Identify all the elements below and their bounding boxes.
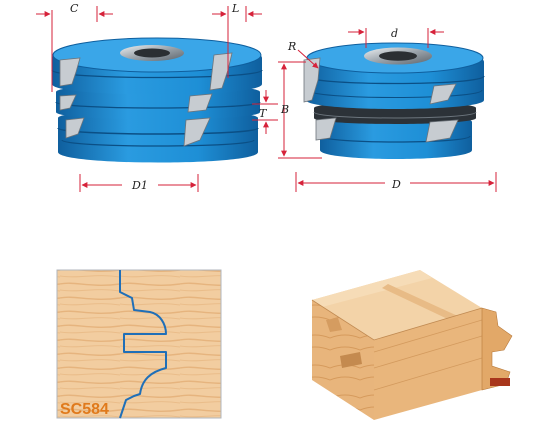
joint-tongue: [340, 352, 362, 368]
profile-sample-wood: [56, 269, 222, 419]
dim-label-d-big: D: [391, 178, 401, 191]
dim-label-l: L: [231, 2, 239, 15]
dim-label-r: R: [287, 40, 296, 53]
joint-stile-face: [374, 308, 482, 420]
left-cutter-set: [51, 37, 263, 163]
left-lower-cutter-body: [58, 110, 258, 163]
profile-code: SC584: [60, 401, 109, 418]
joint-stile-profile: [481, 307, 513, 391]
left-carbide-tip: [59, 57, 81, 87]
dim-label-t: T: [259, 107, 268, 120]
right-cutter: [303, 42, 485, 159]
left-carbide-tip-right: [209, 52, 233, 91]
dim-label-d1: D1: [131, 179, 148, 192]
dim-label-c: C: [70, 2, 79, 15]
joint-top-face: [312, 270, 482, 340]
dimension-lines: [36, 6, 497, 192]
profile-sample: SC584: [56, 269, 222, 419]
assembled-joint: [311, 270, 513, 420]
dim-label-b: B: [280, 103, 289, 116]
dim-label-d-small: d: [391, 27, 398, 40]
right-carbide-tip: [303, 57, 321, 103]
profile-cut-line: [119, 270, 167, 419]
